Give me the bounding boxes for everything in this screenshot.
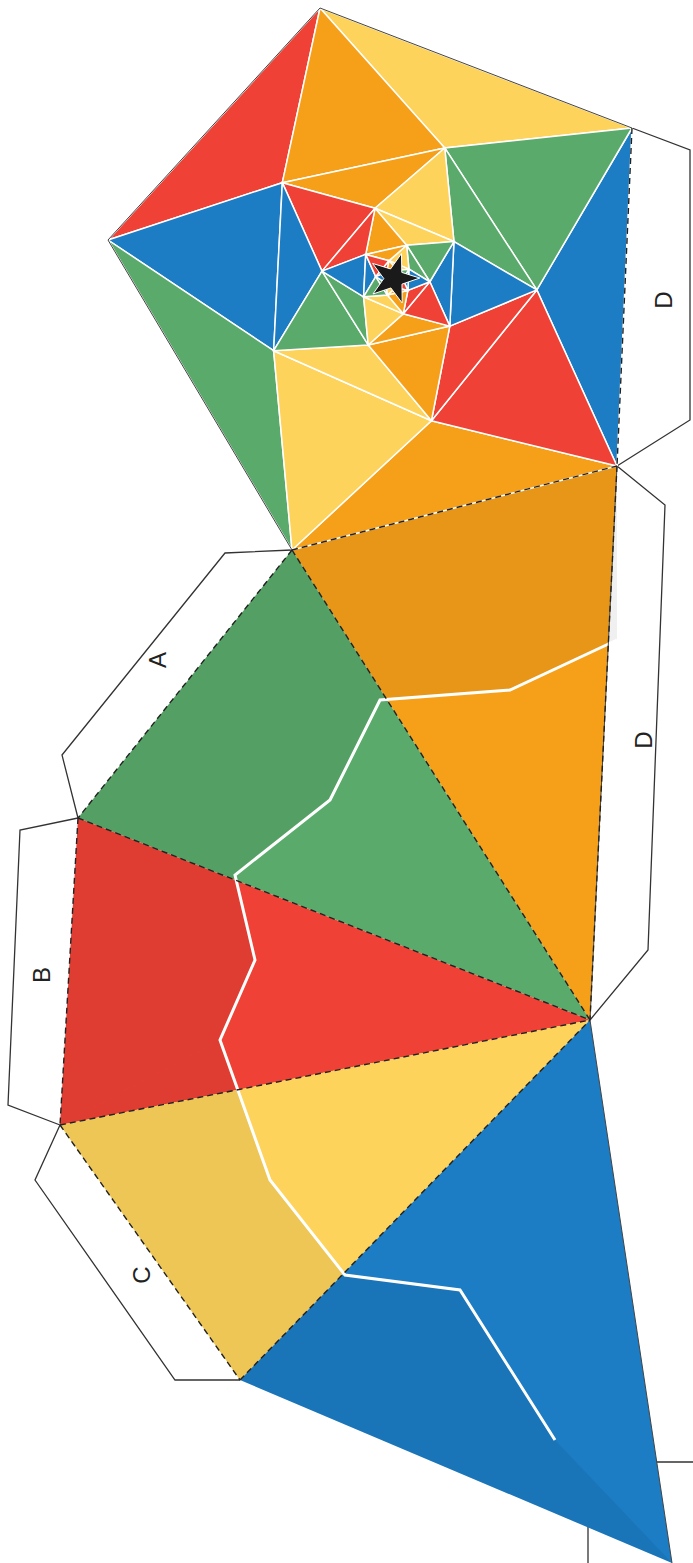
face-shading <box>78 550 380 875</box>
tab-letter: A <box>146 652 170 668</box>
center-star <box>373 254 420 303</box>
fold-line <box>590 466 617 1020</box>
pentagon-face <box>108 8 632 550</box>
fold-lines <box>60 128 632 1380</box>
tab-letter: D <box>652 291 676 308</box>
glue-tabs <box>8 128 693 1563</box>
spiral-triangle <box>450 242 537 327</box>
cut-edge <box>108 8 632 550</box>
fold-line <box>60 1020 590 1125</box>
net-faces <box>60 466 672 1563</box>
tab-letter: D <box>632 731 656 748</box>
fold-line <box>78 550 292 818</box>
fold-line <box>617 128 632 466</box>
tab-letter: C <box>130 1266 154 1283</box>
fold-line <box>78 818 590 1020</box>
white-path <box>220 640 617 1440</box>
tab-letter: B <box>30 967 54 983</box>
fold-line <box>240 1020 590 1380</box>
fold-line <box>60 818 78 1125</box>
spiral-triangle <box>322 254 366 296</box>
face-shading <box>240 1275 672 1563</box>
cut-edge <box>590 466 672 1563</box>
fold-line <box>292 550 590 1020</box>
fold-line <box>292 466 617 550</box>
pentagon-spiral <box>108 8 632 550</box>
fold-line <box>60 1125 240 1380</box>
